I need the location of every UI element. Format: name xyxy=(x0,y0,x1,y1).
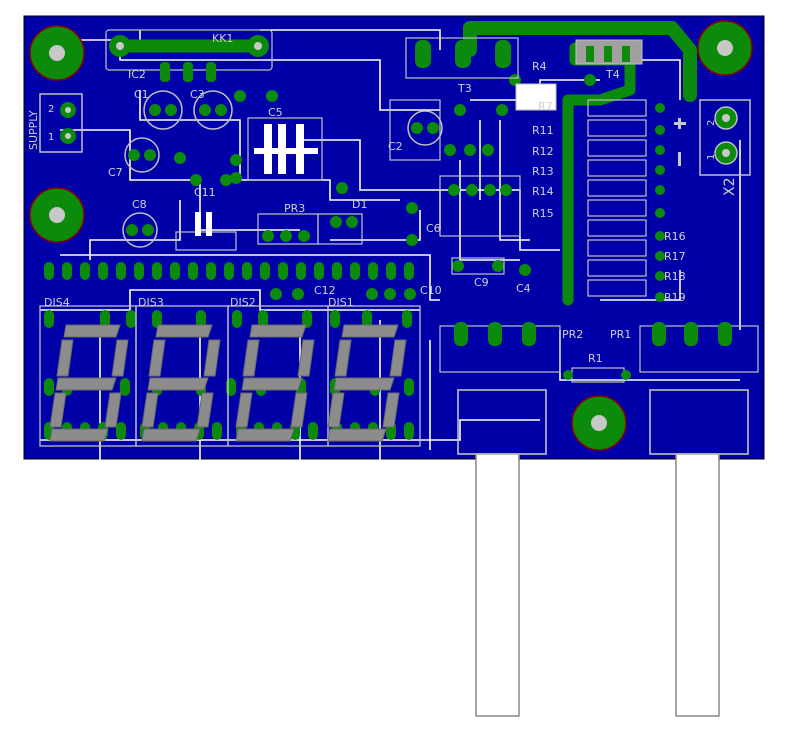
label-c9: C9 xyxy=(474,276,489,289)
silkscreen-labels: SUPPLY 2 1 IC2 KK1 C1 C3 C5 C7 C8 C11 C2… xyxy=(27,32,738,365)
digit-2 xyxy=(141,324,221,442)
label-c8: C8 xyxy=(132,198,147,211)
label-c5: C5 xyxy=(268,106,283,119)
supply-connector xyxy=(39,93,83,153)
label-ic2: IC2 xyxy=(128,68,146,81)
label-supply-pin1: 1 xyxy=(48,132,54,143)
label-pr2: PR2 xyxy=(562,328,583,341)
label-c6: C6 xyxy=(426,222,441,235)
label-dis3: DIS3 xyxy=(138,296,164,309)
label-x2-pin2: 2 xyxy=(706,120,717,126)
label-r1: R1 xyxy=(588,352,603,365)
label-r14: R14 xyxy=(532,185,554,198)
ic2-pads xyxy=(160,62,216,82)
label-pr1: PR1 xyxy=(610,328,631,341)
label-c10: C10 xyxy=(420,284,442,297)
pot-shaft-right xyxy=(675,453,720,717)
label-r4: R4 xyxy=(532,60,547,73)
label-c12: C12 xyxy=(314,284,336,297)
t3-block xyxy=(405,37,519,79)
label-supply: SUPPLY xyxy=(27,110,40,150)
pot-shaft-left xyxy=(475,453,520,717)
r7-body xyxy=(515,83,557,111)
label-c2: C2 xyxy=(388,140,403,153)
digit-1 xyxy=(49,324,129,442)
small-pads xyxy=(174,74,596,300)
label-r13: R13 xyxy=(532,165,554,178)
label-r15: R15 xyxy=(532,207,554,220)
pot-connectors xyxy=(439,322,759,383)
digit-4 xyxy=(327,324,407,442)
display-outlines xyxy=(39,305,421,447)
label-r16: R16 xyxy=(664,230,686,243)
polarity-marks xyxy=(674,118,686,166)
label-x2-pin1: 1 xyxy=(706,154,717,160)
capacitor-pads xyxy=(126,104,439,236)
label-x2: X2 xyxy=(722,178,738,197)
label-supply-pin2: 2 xyxy=(48,104,54,115)
mounting-hole-mid-left xyxy=(29,187,85,243)
pot-bodies xyxy=(457,389,749,455)
label-t4: T4 xyxy=(605,68,620,81)
label-c7: C7 xyxy=(108,166,123,179)
resistor-array xyxy=(563,99,665,302)
label-kk1: KK1 xyxy=(212,32,233,45)
label-r11: R11 xyxy=(532,124,554,137)
mounting-hole-top-right xyxy=(697,20,753,76)
mounting-hole-top-left xyxy=(29,25,85,81)
label-r17: R17 xyxy=(664,250,686,263)
label-r18: R18 xyxy=(664,270,686,283)
label-r12: R12 xyxy=(532,145,554,158)
pcb-board xyxy=(23,15,765,460)
mounting-holes xyxy=(29,20,753,451)
label-r19: R19 xyxy=(664,291,686,304)
label-c3: C3 xyxy=(190,88,205,101)
label-t3: T3 xyxy=(457,82,472,95)
digit-3 xyxy=(235,324,315,442)
x2-connector xyxy=(699,99,751,176)
label-c4: C4 xyxy=(516,282,531,295)
white-smd-blocks xyxy=(195,124,318,236)
t4-block xyxy=(575,39,643,65)
display-pads-upper xyxy=(44,310,412,328)
label-c11: C11 xyxy=(194,186,216,199)
label-c1: C1 xyxy=(134,88,149,101)
label-dis4: DIS4 xyxy=(44,296,70,309)
label-d1: D1 xyxy=(352,198,367,211)
label-dis2: DIS2 xyxy=(230,296,256,309)
label-dis1: DIS1 xyxy=(328,296,354,309)
electrolytic-capacitors xyxy=(122,90,443,248)
component-outlines xyxy=(175,99,521,275)
label-r7: R7 xyxy=(538,100,553,113)
mounting-hole-bottom-center xyxy=(571,395,627,451)
seven-segment-digits xyxy=(49,324,407,442)
display-pads-top xyxy=(44,262,414,280)
label-pr3: PR3 xyxy=(284,202,305,215)
